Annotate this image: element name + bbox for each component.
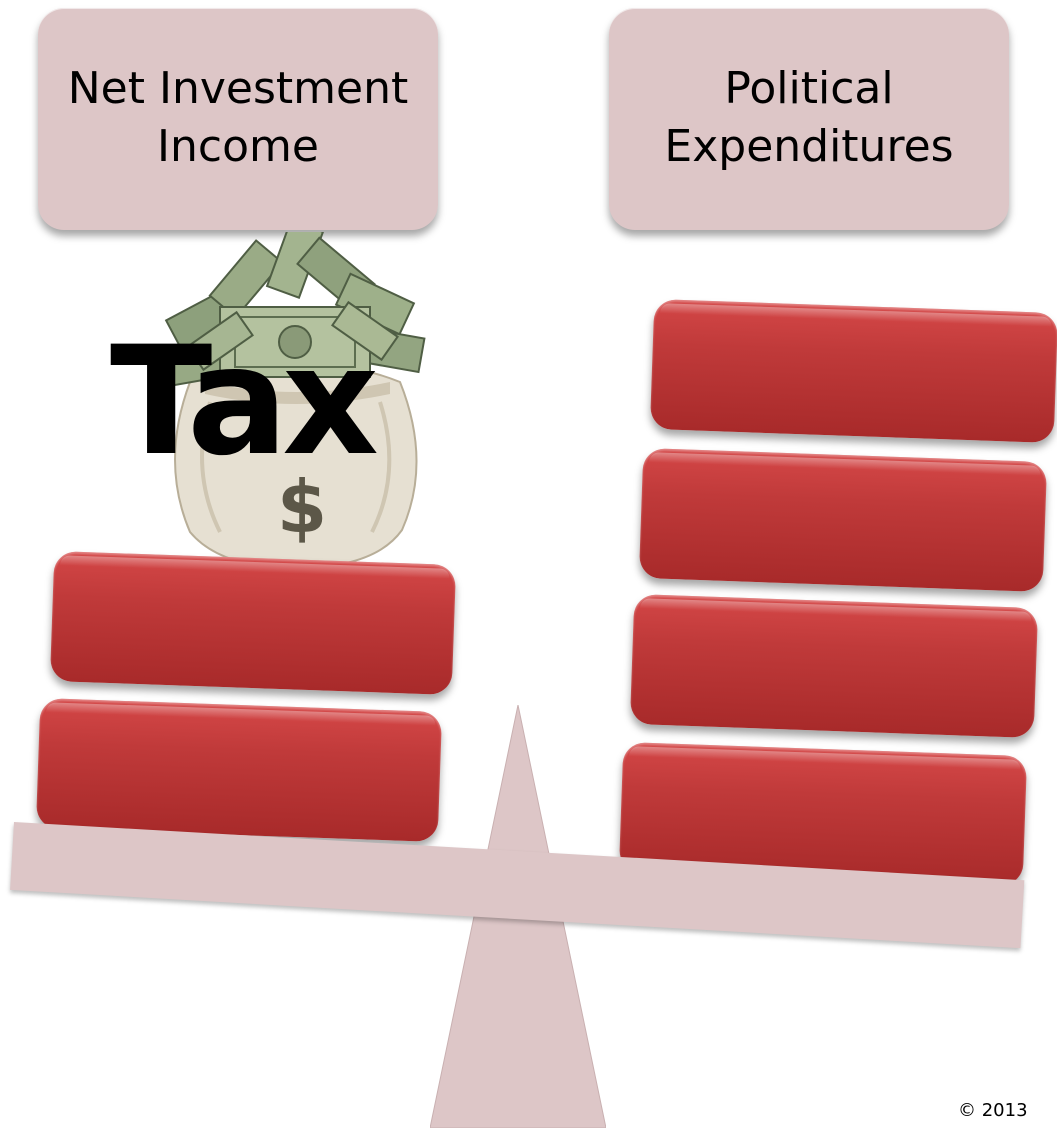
right-header-label: Political Expenditures <box>664 63 954 172</box>
right-weight-block <box>649 298 1057 444</box>
svg-text:$: $ <box>277 465 327 549</box>
left-header-label: Net Investment Income <box>67 63 409 172</box>
left-weight-block <box>49 551 457 695</box>
dollar-sign-icon: $ <box>277 465 327 549</box>
money-bag-icon: $ <box>156 232 426 570</box>
right-weight-block <box>638 447 1048 593</box>
tax-label: Tax <box>110 315 379 489</box>
right-header-box: Political Expenditures <box>609 8 1009 230</box>
right-weight-block <box>629 593 1039 739</box>
left-weight-block <box>35 698 443 842</box>
copyright-notice: © 2013 <box>958 1100 1028 1121</box>
left-header-box: Net Investment Income <box>38 8 438 230</box>
